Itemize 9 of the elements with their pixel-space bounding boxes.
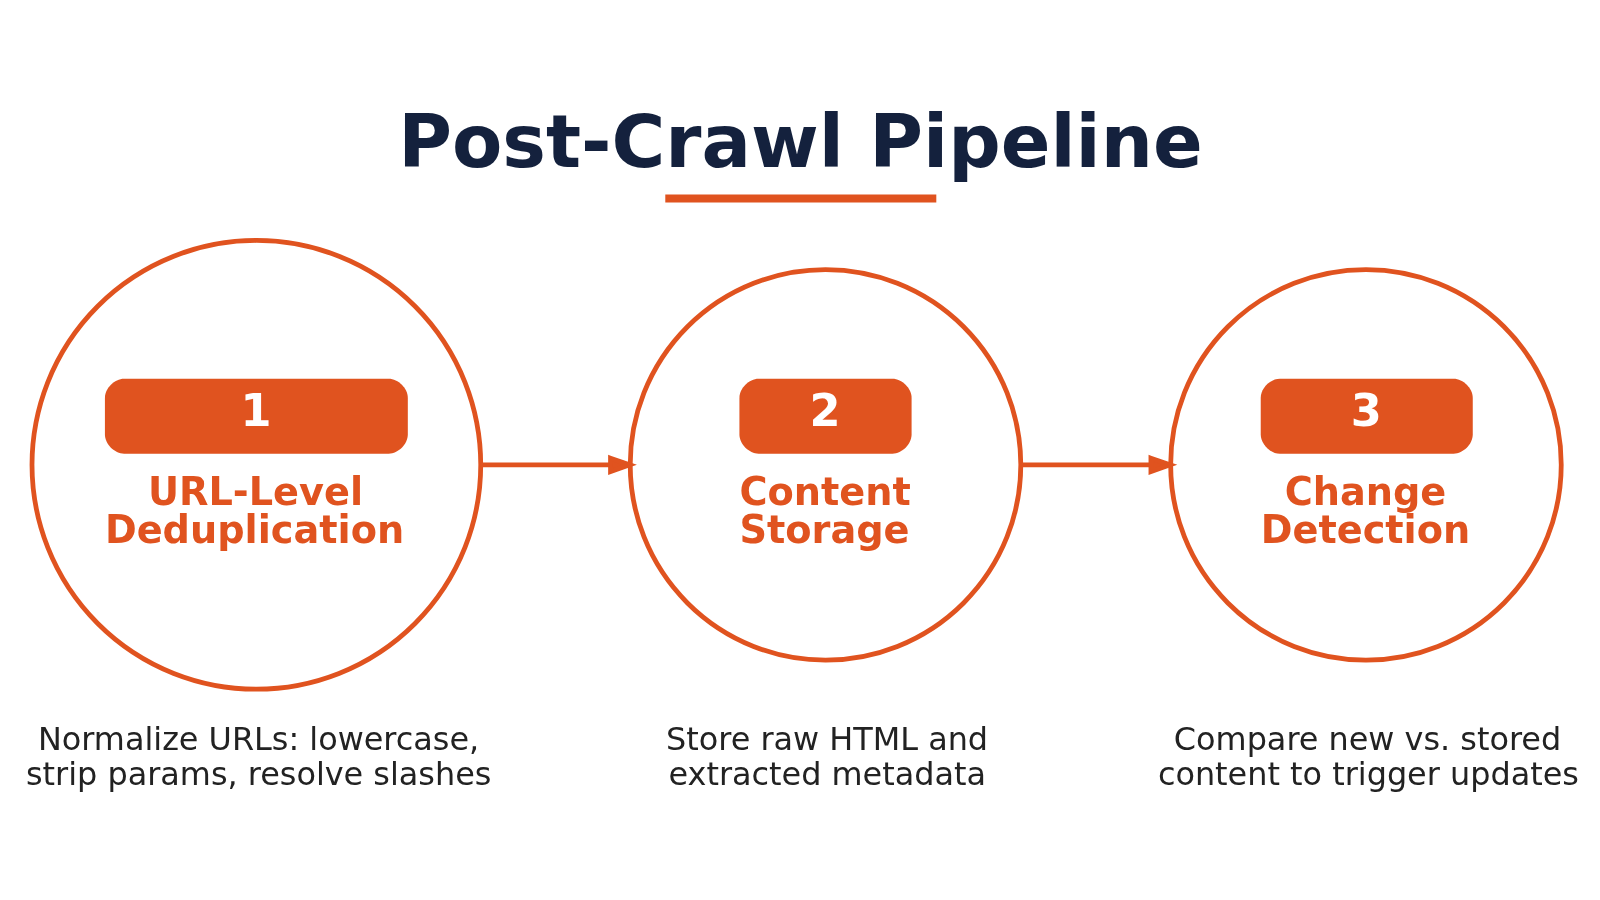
node-circle: 3 Change Detection <box>1168 266 1564 663</box>
node-label: Normalize URLs: lowercase, strip params, resolve slashes <box>26 719 492 793</box>
arrow <box>480 454 637 475</box>
node-label: Store raw HTML and extracted metadata <box>666 719 989 793</box>
arrow <box>1021 454 1178 475</box>
diagram-title: Post-Crawl Pipeline <box>398 98 1203 184</box>
node-circle: 1 URL-Level Deduplication <box>29 237 484 692</box>
node-label: Compare new vs. stored content to trigger updates <box>1157 719 1579 793</box>
node-circle: 2 Content Storage <box>627 266 1024 663</box>
